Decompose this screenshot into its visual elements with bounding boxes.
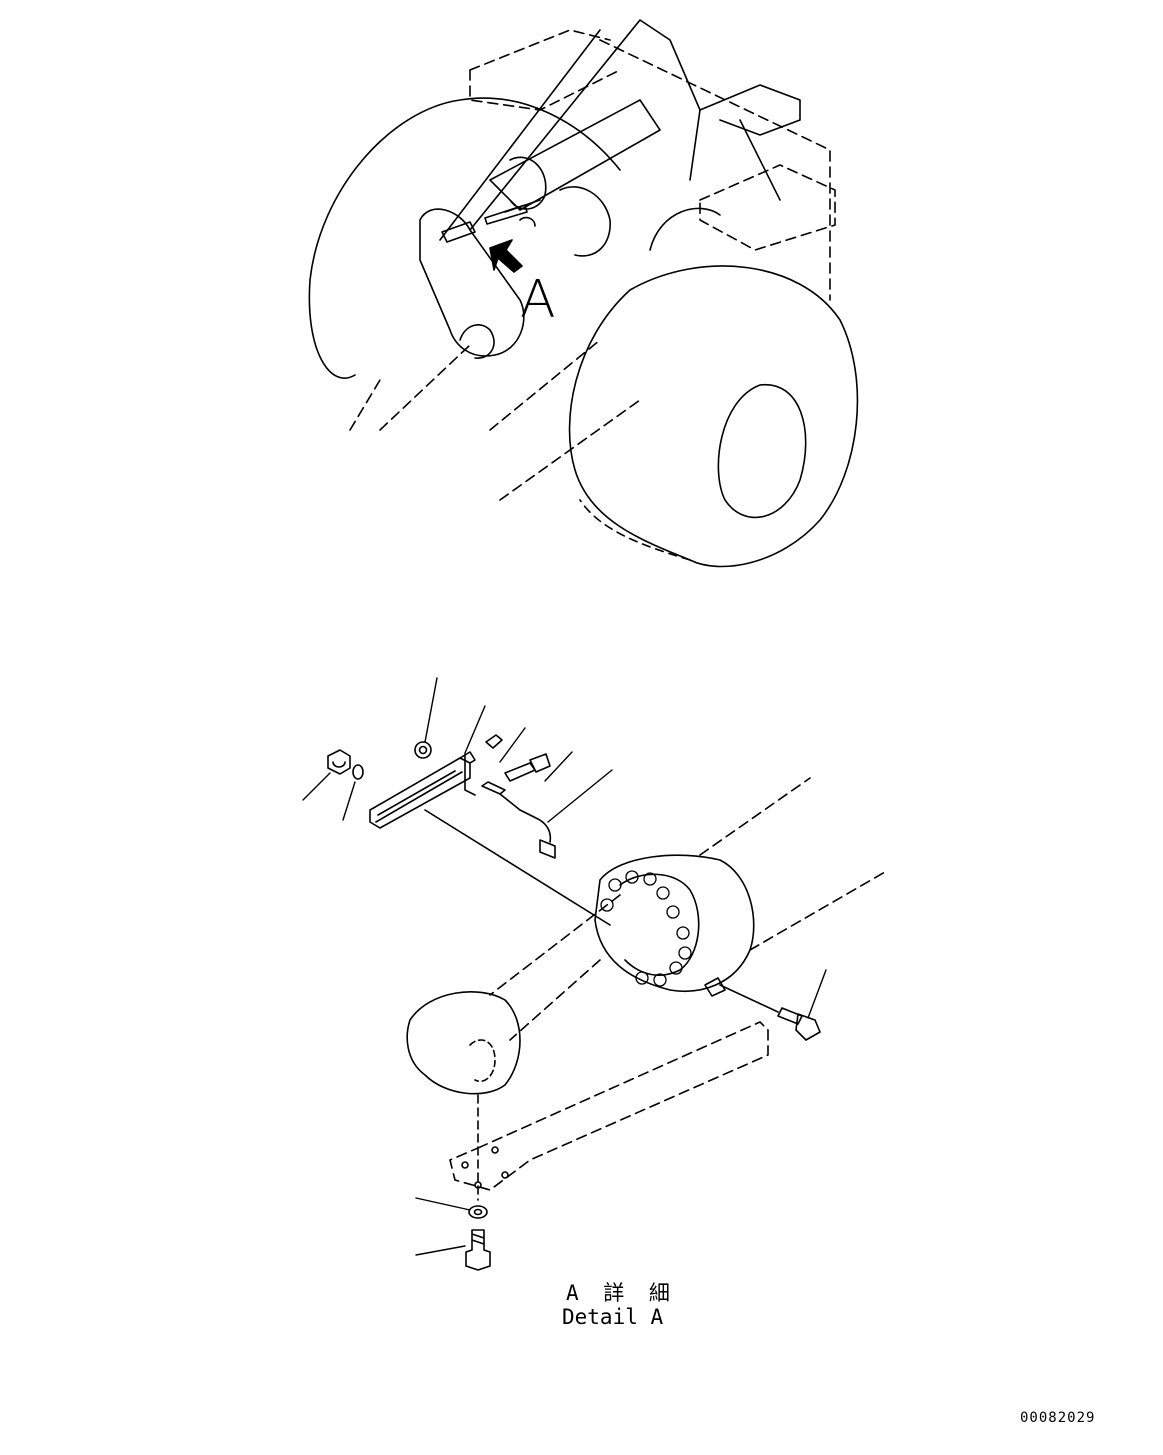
lift-arm	[419, 208, 525, 357]
detail-title-jp: A 詳 細	[566, 1281, 676, 1305]
callout-arrow	[489, 239, 523, 273]
washer	[352, 764, 364, 780]
cylinder-head	[594, 854, 755, 992]
mounting-bar	[449, 1021, 769, 1191]
detail-a	[302, 677, 886, 1271]
slotted-bracket	[369, 757, 471, 829]
front-hub	[717, 383, 807, 519]
callout-label: A	[520, 270, 556, 330]
lower-bolt	[465, 1229, 491, 1271]
lift-cylinder	[489, 99, 661, 211]
cylinder-tube	[489, 777, 886, 1041]
machine-overview	[308, 19, 859, 568]
rod-eye	[406, 991, 521, 1095]
frame-outline	[469, 29, 836, 301]
sensor-bracket	[441, 199, 541, 243]
leader-lines	[302, 677, 827, 1256]
front-tire	[568, 265, 859, 568]
washer-top	[414, 741, 432, 759]
rear-tire	[308, 97, 621, 379]
bolt	[504, 753, 551, 782]
flange-bolts	[600, 870, 692, 987]
nut	[327, 749, 351, 775]
proximity-switch	[481, 781, 552, 843]
lower-washer	[468, 1205, 488, 1219]
flange-bolt	[777, 1007, 821, 1041]
drawing-number: 00082029	[1020, 1410, 1096, 1426]
detail-title-en: Detail A	[562, 1305, 664, 1329]
